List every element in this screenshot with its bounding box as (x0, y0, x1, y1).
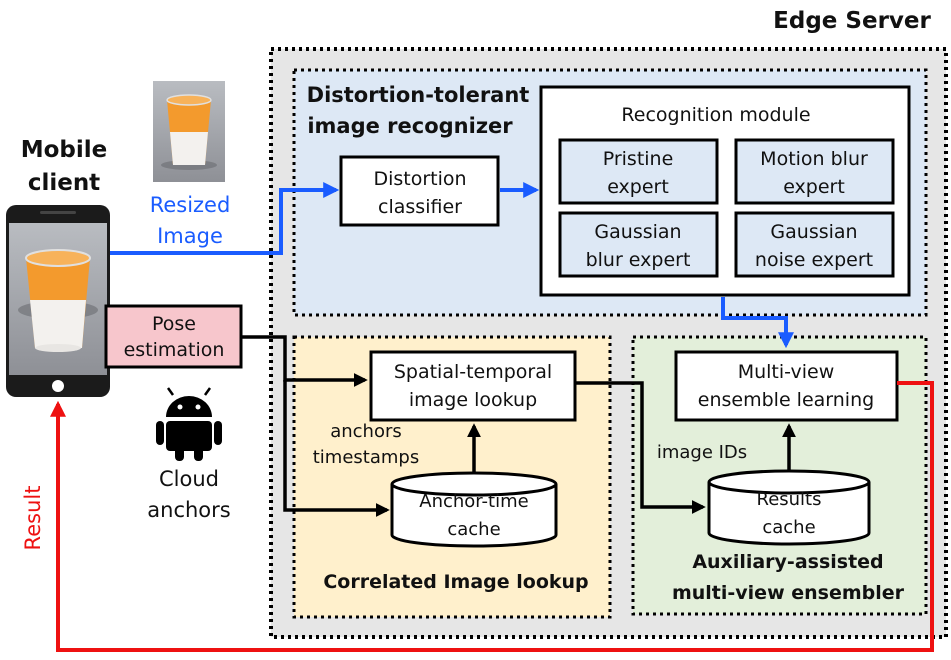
multi-view-line2: ensemble learning (698, 389, 874, 411)
arrow-resized-image-to-classifier (110, 182, 340, 255)
gaussian-noise-expert-line2: noise expert (755, 249, 873, 271)
resized-image-line1: Resized (150, 193, 231, 217)
anchor-time-cache-line1: Anchor-time (419, 491, 528, 512)
distortion-classifier-box (339, 155, 500, 227)
ensembler-title-line2: multi-view ensembler (672, 582, 905, 604)
cloud-anchors-line2: anchors (147, 498, 230, 522)
motion-blur-expert-line2: expert (783, 176, 845, 198)
pristine-expert-box (558, 138, 719, 205)
pristine-expert-line1: Pristine (603, 148, 674, 170)
results-cache-line2: cache (762, 517, 815, 538)
recognizer-title-line2: image recognizer (307, 114, 513, 138)
result-label: Result (21, 486, 45, 551)
phone-home-button (52, 380, 64, 392)
distortion-classifier-line1: Distortion (373, 168, 466, 190)
gaussian-noise-expert-line1: Gaussian (770, 221, 857, 243)
arrow-pose-to-spatial-temporal (242, 335, 368, 387)
resized-image-thumbnail (153, 81, 225, 182)
resized-image-line2: Image (157, 224, 223, 248)
arrow-recognition-module-to-multi-view (721, 297, 794, 349)
pose-estimation-box (104, 304, 243, 369)
spatial-temporal-line1: Spatial-temporal (394, 361, 552, 383)
smartphone (6, 205, 110, 397)
mobile-client-title-line1: Mobile (21, 137, 108, 163)
multi-view-ensemble-box (674, 350, 899, 422)
spatial-temporal-lookup-box (369, 350, 577, 422)
anchors-timestamps-label-line2: timestamps (313, 447, 419, 468)
arrow-result-to-mobile (50, 381, 934, 652)
edge-server-title: Edge Server (773, 8, 931, 34)
gaussian-noise-expert-box (734, 211, 895, 278)
mobile-client-title-line2: client (28, 170, 100, 196)
motion-blur-expert-box (734, 138, 895, 205)
results-cache-line1: Results (757, 489, 822, 510)
multi-view-line1: Multi-view (738, 361, 835, 383)
arrow-pose-to-anchor-time-cache (283, 380, 390, 517)
spatial-temporal-line2: image lookup (409, 389, 537, 411)
pose-estimation-line1: Pose (152, 313, 196, 335)
phone-cup-image (25, 249, 91, 352)
image-ids-label: image IDs (657, 442, 747, 463)
android-icon (156, 387, 222, 461)
anchors-timestamps-label-line1: anchors (330, 421, 402, 442)
anchor-time-cache (390, 471, 558, 548)
gaussian-blur-expert-box (558, 211, 719, 278)
gaussian-blur-expert-line1: Gaussian (594, 221, 681, 243)
results-cache (707, 469, 871, 546)
cloud-anchors-line1: Cloud (159, 467, 219, 491)
pristine-expert-line2: expert (607, 176, 669, 198)
recognizer-title-line1: Distortion-tolerant (307, 83, 530, 107)
gaussian-blur-expert-line2: blur expert (586, 249, 691, 271)
arrow-spatial-temporal-to-results-cache (575, 381, 706, 514)
pose-estimation-line2: estimation (124, 339, 225, 361)
recognition-module-title: Recognition module (621, 104, 810, 126)
distortion-classifier-line2: classifier (378, 196, 462, 218)
lookup-title: Correlated Image lookup (323, 571, 588, 593)
motion-blur-expert-line1: Motion blur (760, 148, 868, 170)
anchor-time-cache-line2: cache (447, 519, 500, 540)
ensembler-title-line1: Auxiliary-assisted (692, 551, 883, 573)
